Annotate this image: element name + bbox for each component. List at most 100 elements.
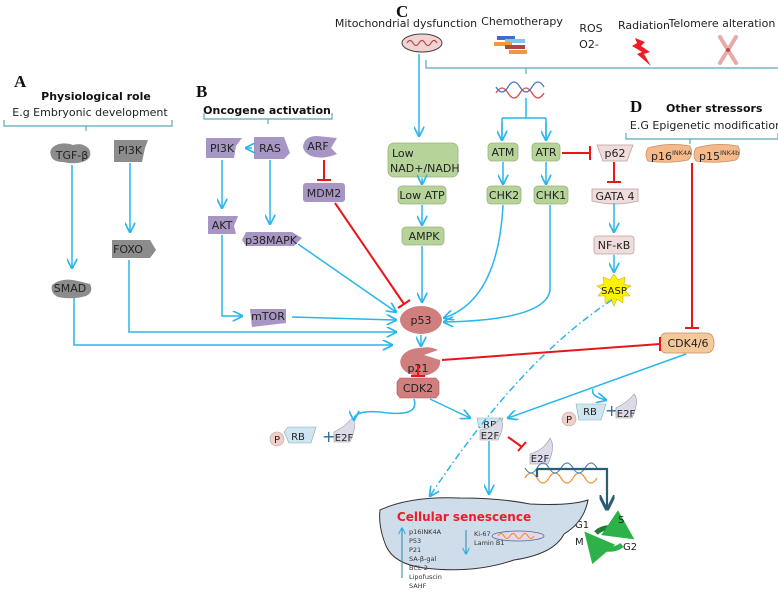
chk1-node bbox=[533, 185, 569, 205]
low-atp-node bbox=[397, 185, 447, 205]
edge-mtor-p53 bbox=[291, 317, 396, 320]
e2f-label: E2F bbox=[335, 433, 354, 444]
rb-node bbox=[283, 426, 317, 444]
panel-a: A Physiological role E.g Embryonic devel… bbox=[3, 72, 173, 299]
edge-akt-mtor bbox=[221, 235, 242, 316]
edge-cdk2-rb-e2f bbox=[429, 398, 470, 418]
tgfb-node bbox=[50, 143, 91, 164]
akt-node bbox=[208, 216, 238, 234]
inhibition-edges bbox=[317, 146, 699, 452]
panel-a-title: Physiological role bbox=[41, 90, 151, 103]
edge-arf-mdm2 bbox=[317, 160, 331, 181]
cell-cycle-arrow-bottom bbox=[584, 531, 624, 565]
edge-cdk2-free bbox=[354, 398, 416, 420]
stressor-chemotherapy: Chemotherapy bbox=[481, 15, 563, 28]
panel-c-letter: C bbox=[396, 2, 408, 21]
p53-node bbox=[400, 306, 442, 334]
complex-e2f-node bbox=[479, 417, 503, 441]
phase-g2: G2 bbox=[623, 542, 637, 553]
akt-label: AKT bbox=[212, 219, 233, 232]
up-marker-4: SA-β-gal bbox=[409, 555, 436, 563]
cdk2-label: CDK2 bbox=[403, 382, 433, 395]
senescent-cell: Cellular senescence p16INK4A P53 P21 SA-… bbox=[379, 497, 589, 590]
p16-label: p16INK4A bbox=[651, 149, 692, 163]
rb-e2f-right: P RB + E2F bbox=[561, 393, 637, 427]
phase-m: M bbox=[575, 537, 584, 548]
smad-label: SMAD bbox=[54, 282, 86, 295]
chk2-node bbox=[486, 185, 522, 205]
p15-node bbox=[693, 144, 740, 163]
panel-d-letter: D bbox=[630, 97, 642, 116]
panel-b-letter: B bbox=[196, 82, 207, 101]
smad-node bbox=[51, 279, 92, 299]
mdm2-label: MDM2 bbox=[307, 187, 341, 200]
edge-foxo-p21 bbox=[128, 260, 396, 332]
tgfb-label: TGF-β bbox=[55, 149, 89, 162]
stressor-telomere-alteration: Telomere alteration bbox=[668, 17, 776, 30]
activation-edges bbox=[72, 54, 687, 496]
edge-chk2-p53 bbox=[444, 204, 504, 318]
edge-chk1-p53 bbox=[444, 205, 551, 322]
atr-label: ATR bbox=[535, 146, 556, 159]
complex-e2f-label: E2F bbox=[481, 431, 500, 442]
panel-a-letter: A bbox=[14, 72, 27, 91]
senescent-cell-shape bbox=[379, 497, 589, 571]
p16-superscript: INK4A bbox=[672, 149, 692, 157]
low-nad-label-2: NAD+/NADH bbox=[390, 162, 460, 175]
panel-a-subtitle: E.g Embryonic development bbox=[12, 106, 168, 119]
phosphate-node-right bbox=[561, 411, 577, 427]
nfkb-node bbox=[593, 235, 635, 255]
ampk-label: AMPK bbox=[409, 230, 441, 243]
phase-s: S bbox=[618, 515, 624, 526]
p38mapk-label: p38MAPK bbox=[245, 234, 298, 247]
edge-p21-cdk46 bbox=[441, 337, 661, 361]
free-e2f: E2F bbox=[529, 437, 553, 465]
panel-b: B Oncogene activation PI3K RAS ARF MDM2 … bbox=[196, 82, 345, 327]
atr-node bbox=[531, 142, 561, 162]
p21-node bbox=[400, 347, 441, 376]
rb-label-right: RB bbox=[583, 407, 597, 418]
stressor-radiation: Radiation bbox=[618, 19, 670, 32]
cell-cycle-arrow-top bbox=[594, 510, 635, 540]
complex-rb-label: RB bbox=[483, 420, 497, 431]
rb-e2f-complex: RB E2F bbox=[476, 417, 504, 442]
e2f-label-right: E2F bbox=[617, 409, 636, 420]
mitochondrion-icon bbox=[401, 33, 443, 53]
panel-c-nodes: Low NAD+/NADH Low ATP AMPK ATM ATR CHK2 … bbox=[387, 142, 569, 246]
edge-dna-atm-atr bbox=[501, 98, 547, 140]
mtor-label: mTOR bbox=[251, 310, 285, 323]
foxo-node bbox=[112, 240, 156, 258]
nucleus-dna-icon bbox=[491, 530, 545, 542]
telomere-chromosome-icon bbox=[718, 35, 738, 65]
mtor-node bbox=[250, 309, 286, 327]
panel-d-bracket bbox=[625, 133, 778, 144]
foxo-label: FOXO bbox=[113, 243, 143, 256]
panel-c-bracket bbox=[425, 60, 778, 74]
p16-text: p16 bbox=[651, 150, 672, 163]
chk1-label: CHK1 bbox=[536, 189, 566, 202]
p38mapk-node bbox=[242, 232, 302, 246]
rb-e2f-left: P RB + E2F bbox=[269, 417, 355, 447]
p15-text: p15 bbox=[699, 150, 720, 163]
edge-rb-e2f-free-e2f bbox=[507, 436, 527, 452]
ras-label: RAS bbox=[259, 142, 281, 155]
gata4-label: GATA 4 bbox=[595, 190, 634, 203]
edge-p62-gata4 bbox=[607, 162, 621, 183]
phosphate-label-right: P bbox=[566, 415, 572, 426]
sasp-label: SASP bbox=[601, 286, 627, 297]
free-e2f-label: E2F bbox=[531, 454, 550, 465]
mdm2-node bbox=[303, 183, 345, 202]
panel-b-title: Oncogene activation bbox=[203, 104, 331, 117]
panel-b-bracket bbox=[203, 113, 333, 124]
p53-label: p53 bbox=[411, 314, 432, 327]
edge-p21-cdk2 bbox=[411, 365, 425, 377]
low-nad-label-1: Low bbox=[392, 147, 414, 160]
panel-a-bracket bbox=[3, 120, 173, 131]
gata4-node bbox=[591, 188, 639, 205]
cdk2-node bbox=[396, 377, 440, 399]
dna-damage-icon bbox=[495, 81, 545, 99]
senescence-title: Cellular senescence bbox=[397, 510, 531, 524]
stressor-mitochondrial-dysfunction: Mitochondrial dysfunction bbox=[335, 17, 477, 30]
chemotherapy-pills-icon bbox=[494, 36, 527, 54]
p62-label: p62 bbox=[605, 147, 626, 160]
